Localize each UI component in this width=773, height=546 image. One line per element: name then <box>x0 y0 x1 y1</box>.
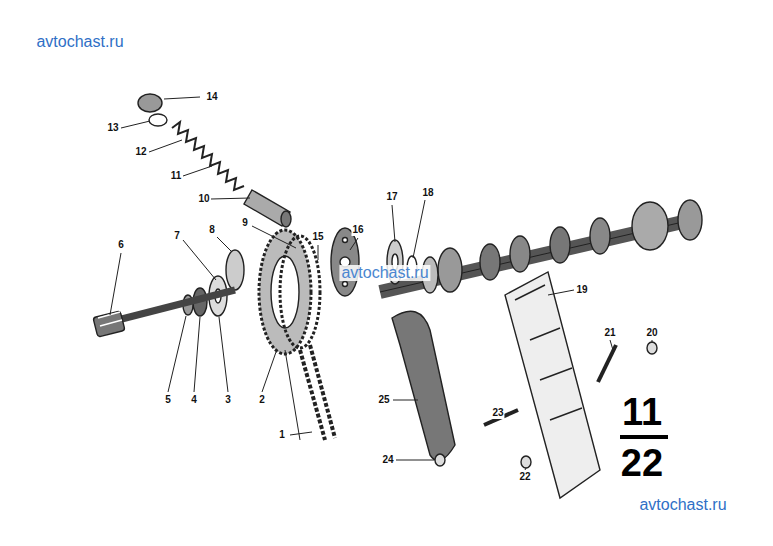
watermark: avtochast.ru <box>36 34 123 50</box>
callout-number: 10 <box>197 193 210 205</box>
callout-number: 20 <box>645 327 658 339</box>
group-number: 22 <box>621 444 663 482</box>
callout-number: 1 <box>278 429 286 441</box>
callout-number: 14 <box>205 91 218 103</box>
callout-number: 3 <box>224 394 232 406</box>
watermark: avtochast.ru <box>339 265 430 281</box>
watermark: avtochast.ru <box>639 497 726 513</box>
callout-number: 17 <box>385 191 398 203</box>
callout-number: 9 <box>241 217 249 229</box>
callout-number: 16 <box>351 224 364 236</box>
callout-number: 21 <box>603 327 616 339</box>
callout-number: 19 <box>575 284 588 296</box>
callout-number: 7 <box>173 230 181 242</box>
callout-number: 5 <box>164 394 172 406</box>
callout-number: 24 <box>381 454 394 466</box>
callout-number: 18 <box>421 187 434 199</box>
callout-number: 22 <box>518 471 531 483</box>
callout-number: 4 <box>190 394 198 406</box>
callout-number: 2 <box>258 394 266 406</box>
callout-number: 13 <box>106 122 119 134</box>
callout-number: 23 <box>491 407 504 419</box>
callout-number: 15 <box>311 231 324 243</box>
callout-number: 12 <box>134 146 147 158</box>
callout-number: 6 <box>117 239 125 251</box>
callout-number: 8 <box>208 224 216 236</box>
callout-number: 11 <box>170 170 183 182</box>
callout-number: 25 <box>377 394 390 406</box>
group-number: 11 <box>622 393 662 431</box>
